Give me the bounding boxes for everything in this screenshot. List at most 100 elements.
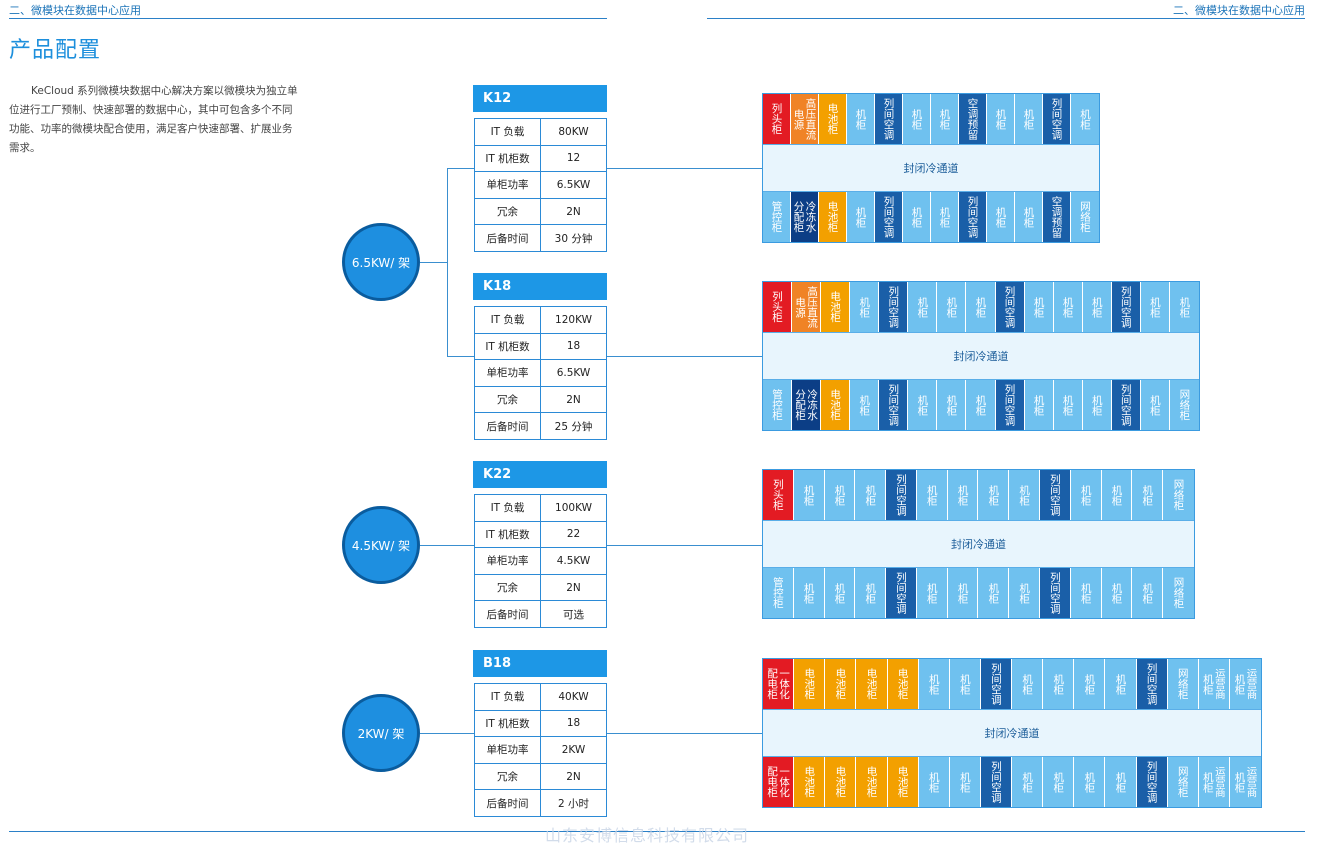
rack-cabinet: 机柜 [1053,380,1083,430]
rack-cabinet: 机柜 [1074,757,1106,807]
rack-cabinet: 运营商 机柜 [1198,659,1230,709]
header-left-rule [9,18,607,19]
rack-cabinet: 网络柜 [1163,568,1194,618]
rack-cabinet: 管控柜 [763,568,794,618]
rack-cabinet: 机柜 [1071,94,1099,144]
rack-cabinet: 机柜 [978,568,1010,618]
rack-cabinet: 电池柜 [887,757,919,807]
header-right-rule [707,18,1305,19]
spec-value: 40KW [540,683,607,711]
rack-cabinet: 电池柜 [794,757,826,807]
rack-cabinet: 列头柜 [763,470,794,520]
spec-value: 2KW [540,736,607,764]
rack-cabinet: 列间空调 [875,94,903,144]
rack-cabinet: 列间空调 [959,192,987,242]
spec-value: 6.5KW [540,171,607,199]
rack-cabinet: 机柜 [918,659,950,709]
rack-cabinet: 列间空调 [1040,568,1071,618]
spec-label: 冗余 [474,385,541,414]
intro-paragraph: KeCloud 系列微模块数据中心解决方案以微模块为独立单位进行工厂预制、快速部… [9,85,298,154]
rack-cabinet: 一体化 配电柜 [763,659,795,709]
rack-cabinet: 机柜 [850,380,880,430]
rack-cabinet: 机柜 [1082,380,1112,430]
rack-cabinet: 电池柜 [794,659,826,709]
rack-cabinet: 机柜 [850,282,880,332]
rack-cabinet: 一体化 配电柜 [763,757,795,807]
rack-layout-b18: 一体化 配电柜电池柜电池柜电池柜电池柜机柜机柜列间空调机柜机柜机柜机柜列间空调网… [762,658,1262,808]
rack-row-top: 列头柜机柜机柜机柜列间空调机柜机柜机柜机柜列间空调机柜机柜机柜网络柜 [763,470,1194,520]
spec-value: 2 小时 [540,789,607,817]
spec-value: 2N [540,197,607,226]
spec-value: 30 分钟 [540,224,607,252]
rack-cabinet: 列间空调 [1111,380,1141,430]
rack-cabinet: 网络柜 [1071,192,1099,242]
spec-label: IT 负载 [474,306,541,334]
spec-value: 6.5KW [540,359,607,387]
rack-cabinet: 机柜 [824,568,856,618]
rack-cabinet: 列头柜 [763,94,791,144]
rack-cabinet: 机柜 [1009,568,1041,618]
rack-cabinet: 电池柜 [856,659,888,709]
rack-cabinet: 机柜 [793,470,825,520]
rack-cabinet: 机柜 [903,94,931,144]
rack-cabinet: 机柜 [931,94,959,144]
rack-cabinet: 空调预留 [1043,192,1071,242]
spec-value: 4.5KW [540,547,607,575]
connector-line [607,356,763,357]
product-title: B18 [473,650,607,677]
rack-cabinet: 机柜 [847,94,875,144]
rack-cabinet: 高压直流 电源 [792,282,822,332]
rack-cabinet: 机柜 [793,568,825,618]
rack-cabinet: 机柜 [1015,192,1043,242]
rack-cabinet: 机柜 [1009,470,1041,520]
rack-cabinet: 机柜 [1070,470,1102,520]
rack-cabinet: 机柜 [966,282,996,332]
spec-label: IT 负载 [474,118,541,146]
rack-cabinet: 列间空调 [980,659,1012,709]
rack-cabinet: 机柜 [916,470,948,520]
rack-cabinet: 机柜 [1012,757,1044,807]
spec-value: 2N [540,385,607,414]
rack-cabinet: 列间空调 [886,568,917,618]
rack-cabinet: 列间空调 [995,282,1025,332]
rack-cabinet: 高压直流 电源 [791,94,819,144]
rack-cabinet: 机柜 [824,470,856,520]
spec-label: 后备时间 [474,600,541,628]
spec-value: 80KW [540,118,607,146]
spec-label: IT 机柜数 [474,709,541,738]
rack-cabinet: 列间空调 [1111,282,1141,332]
rack-cabinet: 运营商 机柜 [1198,757,1230,807]
spec-value: 22 [540,520,607,549]
rack-cabinet: 运营商 机柜 [1229,757,1261,807]
rack-cabinet: 列间空调 [995,380,1025,430]
spec-value: 可选 [540,600,607,628]
rack-row-bottom: 一体化 配电柜电池柜电池柜电池柜电池柜机柜机柜列间空调机柜机柜机柜机柜列间空调网… [763,757,1261,807]
rack-layout-k18: 列头柜高压直流 电源电池柜机柜列间空调机柜机柜机柜列间空调机柜机柜机柜列间空调机… [762,281,1200,431]
rack-cabinet: 机柜 [1105,659,1137,709]
spec-label: IT 负载 [474,494,541,522]
rack-cabinet: 电池柜 [856,757,888,807]
rack-cabinet: 冷冻水 分配柜 [791,192,819,242]
rack-cabinet: 机柜 [903,192,931,242]
rack-cabinet: 列间空调 [886,470,917,520]
rack-cabinet: 机柜 [1074,659,1106,709]
rack-cabinet: 机柜 [1043,659,1075,709]
rack-row-bottom: 管控柜冷冻水 分配柜电池柜机柜列间空调机柜机柜机柜列间空调机柜机柜机柜列间空调机… [763,380,1199,430]
rack-cabinet: 列头柜 [763,282,793,332]
rack-cabinet: 管控柜 [763,380,793,430]
connector-line [447,168,448,356]
spec-label: 后备时间 [474,789,541,817]
rack-layout-k12: 列头柜高压直流 电源电池柜机柜列间空调机柜机柜空调预留机柜机柜列间空调机柜 封闭… [762,93,1100,243]
